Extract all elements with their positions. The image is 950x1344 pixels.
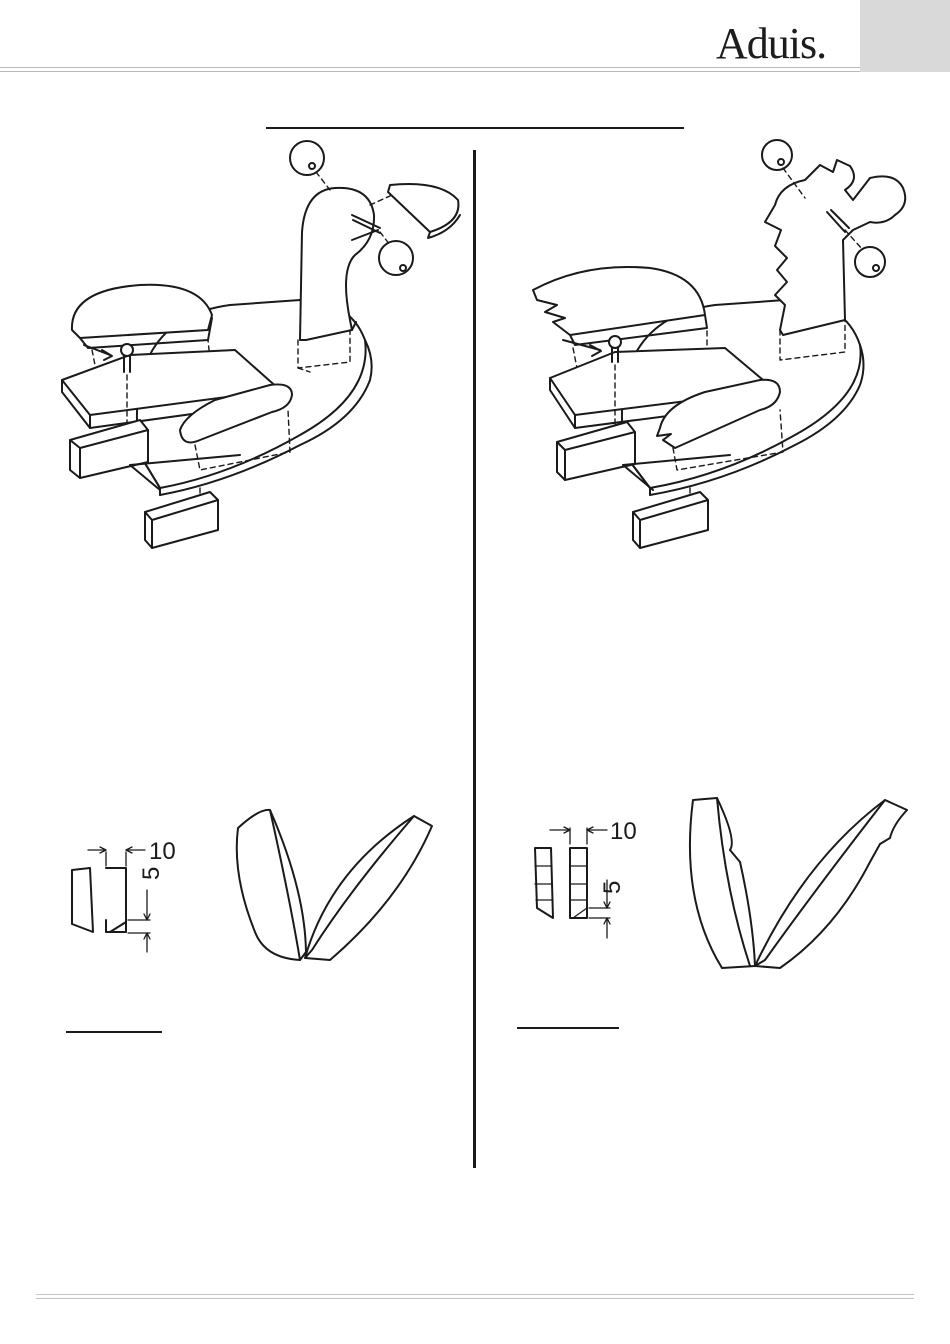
right-block-2 [633, 492, 708, 548]
eye-ball-top [290, 141, 324, 175]
footer-rule-2 [36, 1298, 914, 1299]
right-profile-1 [535, 848, 553, 918]
right-profile-2 [570, 848, 587, 918]
eye-ball-bottom [379, 241, 413, 275]
duck-beak [388, 184, 458, 232]
dragon-assembly-drawing [475, 0, 950, 560]
dragon-neck [765, 160, 905, 335]
left-section-underline [66, 1031, 162, 1033]
right-screw-head [609, 336, 621, 348]
right-section-underline [517, 1027, 619, 1029]
left-screw-head [121, 344, 133, 356]
right-detail-drawing [475, 780, 950, 980]
left-dimension-height: 5 [138, 867, 166, 880]
dragon-back-cushion [533, 267, 705, 335]
left-block-2 [145, 492, 218, 548]
left-shaped-piece-2 [305, 816, 432, 960]
left-back-cushion [72, 285, 212, 338]
dragon-eye-bottom [855, 247, 885, 277]
right-block-1 [557, 422, 635, 480]
right-dimension-height: 5 [599, 881, 627, 894]
left-detail-drawing [0, 780, 475, 980]
right-shaped-piece-1 [690, 798, 755, 968]
left-dimension-width: 10 [149, 838, 176, 866]
right-dimension-width: 10 [610, 818, 637, 846]
duck-assembly-drawing [0, 0, 475, 560]
footer-rule [36, 1294, 914, 1295]
duck-neck [300, 188, 374, 340]
left-profile-2 [106, 868, 126, 932]
left-profile-1 [72, 868, 93, 932]
dragon-eye-top [762, 140, 792, 170]
